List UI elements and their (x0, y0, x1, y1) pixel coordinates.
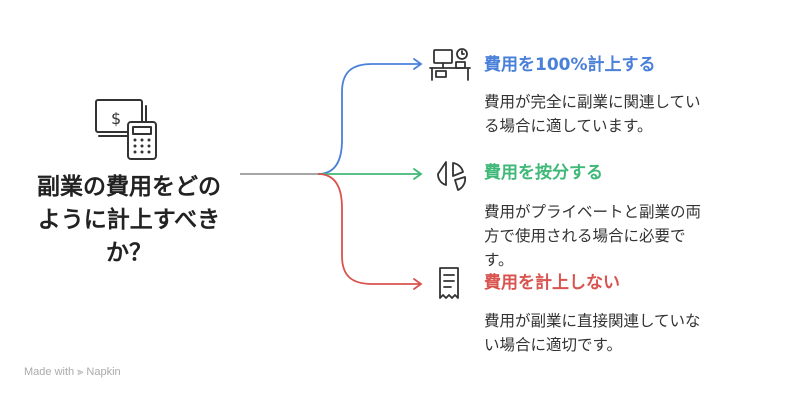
branch-line-no-expense (317, 173, 420, 285)
option-desc-line: 費用が副業に直接関連していな (484, 312, 701, 330)
option-title-100-percent: 費用を100%計上する (484, 55, 656, 75)
option-desc-line: い場合に適切です。 (484, 336, 622, 354)
svg-text:$: $ (111, 109, 121, 128)
receipt-icon (439, 267, 459, 299)
option-desc-100-percent: 費用が完全に副業に関連してい る場合に適しています。 (484, 90, 774, 138)
option-desc-line: 費用が完全に副業に関連してい (484, 93, 701, 111)
central-question-line: ように計上すべき (37, 207, 221, 233)
option-desc-no-expense: 費用が副業に直接関連していな い場合に適切です。 (484, 309, 774, 357)
branch-arrow-prorate (413, 168, 423, 180)
split-pie-icon (437, 161, 467, 191)
footer-prefix: Made with (24, 366, 75, 378)
branch-arrow-no-expense (413, 278, 423, 290)
money-calculator-icon: $ (95, 99, 157, 160)
option-title-no-expense: 費用を計上しない (484, 273, 620, 293)
option-title-prorate: 費用を按分する (484, 163, 603, 183)
central-question-line: 副業の費用をどの (37, 174, 221, 200)
desk-workstation-icon (429, 48, 471, 81)
napkin-logo-icon: ⫸ (77, 366, 84, 378)
footer-brand: Napkin (86, 366, 121, 378)
footer-watermark: Made with ⫸Napkin (24, 366, 121, 379)
central-question-line: か？ (106, 240, 152, 266)
branch-arrow-100-percent (413, 58, 423, 70)
option-desc-prorate: 費用がプライベートと副業の両 方で使用される場合に必要で す。 (484, 200, 774, 272)
option-desc-line: 方で使用される場合に必要で (484, 227, 686, 245)
branch-line-100-percent (317, 63, 420, 175)
option-desc-line: す。 (484, 251, 514, 269)
option-desc-line: 費用がプライベートと副業の両 (484, 203, 702, 221)
option-desc-line: る場合に適しています。 (484, 117, 653, 135)
central-question: 副業の費用をどの ように計上すべき か？ (18, 171, 240, 270)
